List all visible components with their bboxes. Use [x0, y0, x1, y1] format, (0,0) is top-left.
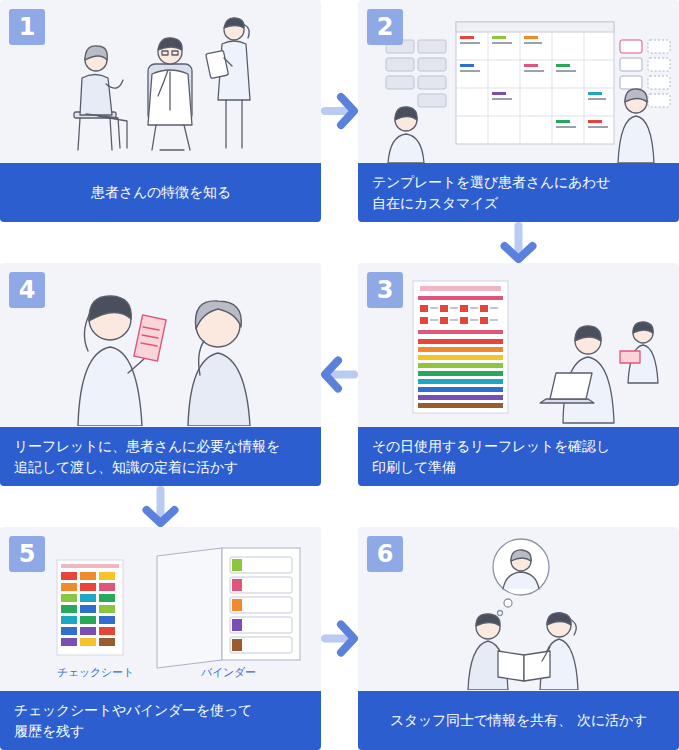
- arrow-head: [341, 97, 354, 125]
- step-caption: リーフレットに、患者さんに必要な情報を 追記して渡し、知識の定着に活かす: [14, 436, 307, 477]
- step-panel: 4 リーフレットに、患者さんに必要な情報を 追記して渡し、知識の定着に活かす: [0, 263, 321, 486]
- consultation-illustration: [0, 0, 321, 163]
- caption-band: その日使用するリーフレットを確認し 印刷して準備: [358, 427, 679, 486]
- step-caption: テンプレートを選び患者さんにあわせ 自在にカスタマイズ: [372, 172, 665, 213]
- flow-arrow: [147, 490, 175, 523]
- caption-band: テンプレートを選び患者さんにあわせ 自在にカスタマイズ: [358, 163, 679, 222]
- caption-band: チェックシートやバインダーを使って 履歴を残す: [0, 691, 321, 750]
- arrow-shaft: [157, 490, 165, 519]
- flow-arrow: [325, 361, 354, 389]
- step-number: 2: [367, 9, 403, 45]
- step-caption: チェックシートやバインダーを使って 履歴を残す: [14, 700, 307, 741]
- step-caption: その日使用するリーフレットを確認し 印刷して準備: [372, 436, 665, 477]
- caption-band: 患者さんの特徴を知る: [0, 163, 321, 222]
- arrow-head: [505, 246, 533, 259]
- step-caption: 患者さんの特徴を知る: [91, 182, 231, 202]
- arrow-shaft: [515, 226, 523, 255]
- step-number: 1: [9, 9, 45, 45]
- sharing-illustration: [358, 527, 679, 690]
- step-caption: スタッフ同士で情報を共有、 次に活かす: [390, 710, 646, 730]
- records-illustration: [0, 527, 321, 690]
- flow-arrow: [325, 625, 354, 653]
- step-number: 3: [367, 272, 403, 308]
- step-panel: 5 チェックシートやバインダーを使って 履歴を残す チェックシートバインダー: [0, 527, 321, 750]
- part-label: バインダー: [158, 666, 298, 680]
- step-panel: 3 その日使用するリーフレットを確認し 印刷して準備: [358, 263, 679, 486]
- flow-arrow: [505, 226, 533, 259]
- step-panel: 2 テンプレートを選び患者さんにあわせ 自在にカスタマイズ: [358, 0, 679, 222]
- step-number: 4: [9, 272, 45, 308]
- flow-arrow: [325, 97, 354, 125]
- caption-band: リーフレットに、患者さんに必要な情報を 追記して渡し、知識の定着に活かす: [0, 427, 321, 486]
- template-illustration: [358, 0, 679, 163]
- arrow-head: [341, 625, 354, 653]
- step-number: 6: [367, 536, 403, 572]
- step-panel: 6 スタッフ同士で情報を共有、 次に活かす: [358, 527, 679, 750]
- leaflet-illustration: [358, 263, 679, 426]
- arrow-head: [325, 361, 338, 389]
- arrow-head: [147, 510, 175, 523]
- handover-illustration: [0, 263, 321, 426]
- caption-band: スタッフ同士で情報を共有、 次に活かす: [358, 691, 679, 750]
- step-panel: 1 患者さんの特徴を知る: [0, 0, 321, 222]
- part-label: チェックシート: [25, 666, 165, 680]
- step-number: 5: [9, 536, 45, 572]
